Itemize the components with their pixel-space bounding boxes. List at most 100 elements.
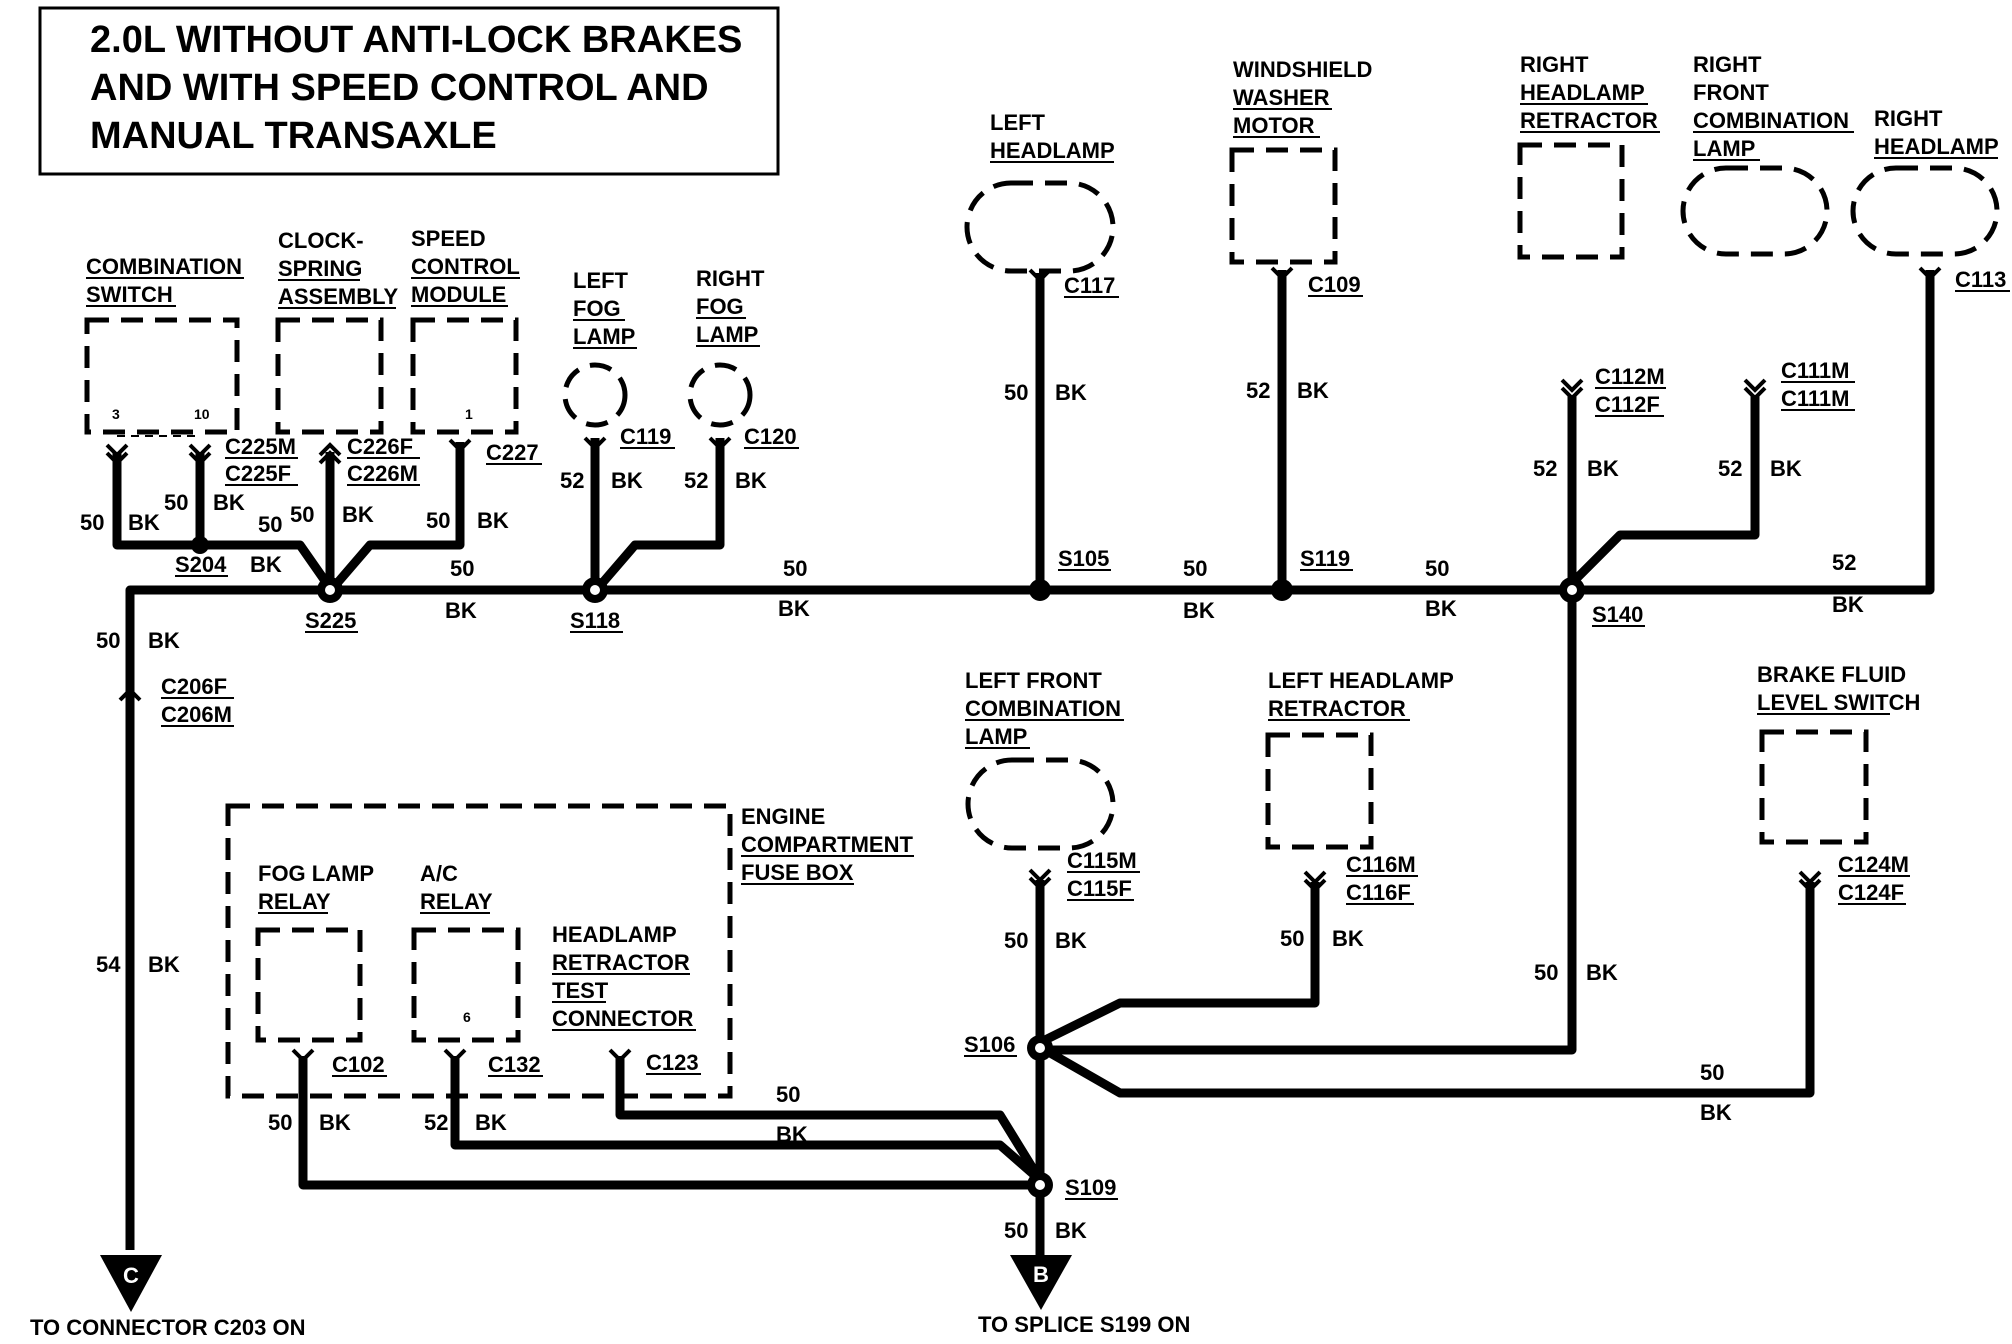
brake-fluid-switch-box [1759, 729, 1869, 845]
clockspring-label: CLOCK- [278, 228, 364, 253]
wire-gauge: 52 [1832, 550, 1856, 575]
splice-dot [1035, 1180, 1045, 1190]
wire-gauge: 54 [96, 952, 121, 977]
wire-gauge: 50 [164, 490, 188, 515]
wire-gauge: 50 [96, 628, 120, 653]
wire-color: BK [477, 508, 509, 533]
wire-color: BK [611, 468, 643, 493]
left-front-combo-label: COMBINATION [965, 696, 1121, 721]
connector-label: C225F [225, 461, 291, 486]
title-line-1: 2.0L WITHOUT ANTI-LOCK BRAKES [90, 19, 742, 61]
wire-gauge: 50 [783, 556, 807, 581]
connector-label: C124M [1838, 852, 1909, 877]
left-headlamp-label: LEFT [990, 110, 1046, 135]
right-retractor-label: RIGHT [1520, 52, 1589, 77]
down-arrow-icon [1010, 1255, 1072, 1310]
left-front-combo-label: LEFT FRONT [965, 668, 1102, 693]
speed-control-box [410, 317, 519, 435]
right-fog-lamp [687, 362, 753, 428]
wire-gauge: 50 [290, 502, 314, 527]
washer-motor-label: MOTOR [1233, 113, 1315, 138]
connector-label: C124F [1838, 880, 1904, 905]
wire-rfcombo [1571, 395, 1760, 584]
left-retractor-label: LEFT HEADLAMP [1268, 668, 1454, 693]
wire-gauge: 50 [1700, 1060, 1724, 1085]
splice-dot [1271, 579, 1293, 601]
components [84, 142, 2000, 1099]
wires [112, 270, 1935, 1255]
wire-gauge: 50 [1183, 556, 1207, 581]
wire-color: BK [128, 510, 160, 535]
arrow-caption: TO CONNECTOR C203 ON [30, 1315, 305, 1340]
right-retractor-box [1517, 142, 1625, 260]
connector-label: C109 [1308, 272, 1361, 297]
wire-gauge: 50 [1004, 380, 1028, 405]
splices [191, 536, 1585, 1198]
right-retractor-label: HEADLAMP [1520, 80, 1645, 105]
wire-gauge: 50 [80, 510, 104, 535]
wire-color: BK [342, 502, 374, 527]
left-fog-label: FOG [573, 296, 621, 321]
test-connector-label: RETRACTOR [552, 950, 690, 975]
connector-label: C116F [1346, 880, 1411, 905]
wire-rfog [594, 438, 725, 591]
fuse-box-label: COMPARTMENT [741, 832, 913, 857]
splice-dot [325, 585, 335, 595]
wire-color: BK [445, 598, 477, 623]
connector-label: C102 [332, 1052, 385, 1077]
wire-fogrelay [298, 1056, 1040, 1190]
speed-control-label: MODULE [411, 282, 506, 307]
wire-gauge: 50 [1534, 960, 1558, 985]
splice-dot [590, 585, 600, 595]
chevron-icon [1270, 266, 1294, 281]
chevron-icon [1918, 266, 1942, 281]
wire-color: BK [1586, 960, 1618, 985]
connector-label: C115F [1067, 876, 1132, 901]
splice-dot [191, 536, 209, 554]
wire-color: BK [148, 628, 180, 653]
wire-gauge: 52 [1533, 456, 1557, 481]
connector-label: C117 [1064, 273, 1115, 298]
wire-gauge: 50 [1425, 556, 1449, 581]
wire-color: BK [1055, 1218, 1087, 1243]
wire-color: BK [735, 468, 767, 493]
wire-gauge: 50 [268, 1110, 292, 1135]
title-line-2: AND WITH SPEED CONTROL AND [90, 67, 709, 109]
wire-cs3 [112, 452, 200, 550]
ac-relay-label: RELAY [420, 889, 493, 914]
combination-switch-box [84, 317, 240, 435]
fuse-box-label: ENGINE [741, 804, 825, 829]
right-fog-label: RIGHT [696, 266, 765, 291]
right-headlamp-label: HEADLAMP [1874, 134, 1999, 159]
brake-fluid-label: BRAKE FLUID [1757, 662, 1906, 687]
left-front-combo-label: LAMP [965, 724, 1027, 749]
connector-label: C206M [161, 702, 232, 727]
splice-dot [1567, 585, 1577, 595]
component-labels: COMBINATION SWITCH CLOCK- SPRING ASSEMBL… [86, 52, 1999, 1031]
fog-relay-label: FOG LAMP [258, 861, 374, 886]
arrow-letter: B [1033, 1262, 1049, 1287]
chevron-icon [708, 436, 732, 451]
clockspring-label: ASSEMBLY [278, 284, 399, 309]
wire-color: BK [1183, 598, 1215, 623]
connector-label: C206F [161, 674, 227, 699]
left-fog-label: LAMP [573, 324, 635, 349]
wire-color: BK [1770, 456, 1802, 481]
wire-color: BK [1587, 456, 1619, 481]
test-connector-label: HEADLAMP [552, 922, 677, 947]
left-headlamp [964, 180, 1116, 274]
fuse-box-label: FUSE BOX [741, 860, 854, 885]
wire-gauge: 50 [426, 508, 450, 533]
splice-label: S204 [175, 552, 227, 577]
left-front-combo-lamp [965, 757, 1116, 851]
left-retractor-label: RETRACTOR [1268, 696, 1406, 721]
chevron-icon [608, 1048, 632, 1063]
wire-rretr [1043, 395, 1577, 1055]
chevron-icon [291, 1048, 315, 1063]
wire-color: BK [1832, 592, 1864, 617]
brake-fluid-label: LEVEL SWITCH [1757, 690, 1920, 715]
pin-label: 6 [463, 1009, 471, 1025]
right-front-combo-label: LAMP [1693, 136, 1755, 161]
right-fog-label: FOG [696, 294, 744, 319]
